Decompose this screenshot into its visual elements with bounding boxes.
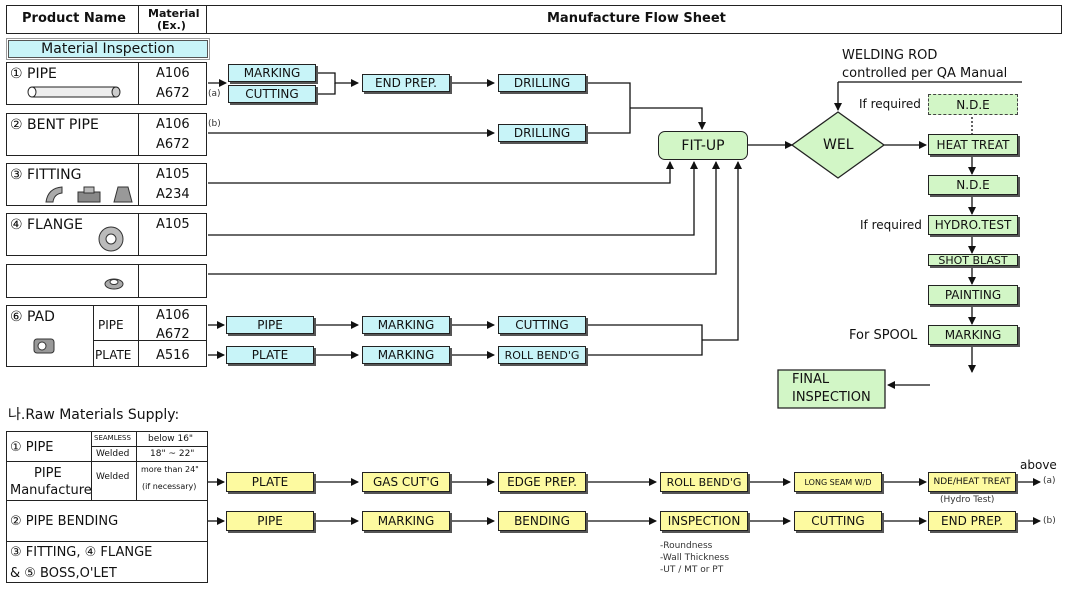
flow-cutting: CUTTING (228, 85, 316, 103)
flow-nde-2: N.D.E (928, 175, 1018, 195)
pad-sub-plate: PLATE (95, 348, 132, 362)
pad-name: ⑥ PAD (10, 309, 55, 325)
header-flow-sheet: Manufacture Flow Sheet (547, 11, 726, 26)
raw-fitting-1: ③ FITTING, ④ FLANGE (10, 545, 153, 560)
raw-if-necessary: (if necessary) (142, 482, 197, 491)
raw-pipe-bending: ② PIPE BENDING (10, 514, 119, 529)
welding-rod-qa: controlled per QA Manual (842, 66, 1008, 81)
boss-icon (104, 278, 124, 290)
raw-row1-plate: PLATE (226, 472, 314, 492)
flange-name: ④ FLANGE (10, 217, 83, 233)
final-inspection-1: FINAL (792, 372, 830, 387)
raw-row1-gas-cut: GAS CUT'G (362, 472, 450, 492)
flow-hydro-test: HYDRO.TEST (928, 215, 1018, 235)
pipe-icon (27, 86, 121, 98)
fitting-material-1: A105 (156, 167, 190, 182)
pipe-name: ① PIPE (10, 66, 57, 82)
note-b: (b) (208, 119, 221, 129)
raw-row1-roll-bend: ROLL BEND'G (660, 472, 748, 492)
welding-rod-label: WELDING ROD (842, 48, 938, 63)
raw-seamless: SEAMLESS (94, 434, 131, 442)
flow-end-prep: END PREP. (362, 74, 450, 92)
pad-sub-pipe: PIPE (98, 318, 124, 332)
flow-drilling-bent: DRILLING (498, 124, 586, 142)
if-required-nde: If required (859, 97, 921, 111)
pad-icon (33, 338, 55, 354)
raw-row1-nde-heat: NDE/HEAT TREAT (928, 472, 1016, 492)
raw-materials-title: 나.Raw Materials Supply: (8, 407, 180, 423)
pipe-material-1: A106 (156, 66, 190, 81)
flow-shot-blast: SHOT BLAST (928, 254, 1018, 267)
raw-row2-pipe: PIPE (226, 511, 314, 531)
header-product-name: Product Name (22, 11, 126, 26)
raw-pipe-mfg-1: PIPE (34, 466, 62, 481)
insp-note-roundness: -Roundness (660, 541, 713, 551)
flange-material-1: A105 (156, 217, 190, 232)
bent-pipe-name: ② BENT PIPE (10, 117, 99, 133)
material-inspection-box: Material Inspection (6, 38, 210, 60)
flow-heat-treat: HEAT TREAT (928, 134, 1018, 155)
raw-more-24: more than 24" (141, 465, 199, 474)
for-spool-label: For SPOOL (849, 328, 918, 343)
pad-material-1: A106 (156, 308, 190, 323)
pad-material-3: A516 (156, 348, 190, 363)
raw-row2-inspection: INSPECTION (660, 511, 748, 531)
final-inspection-2: INSPECTION (792, 390, 871, 405)
raw-row2-end-prep: END PREP. (928, 511, 1016, 531)
flange-icon (98, 226, 124, 252)
raw-row2-bending: BENDING (498, 511, 586, 531)
raw-to-b: (b) (1043, 516, 1056, 526)
pad-flow-pipe: PIPE (226, 316, 314, 334)
raw-pipe-label: ① PIPE (10, 440, 54, 455)
raw-hydro-note: (Hydro Test) (940, 495, 995, 505)
pad-material-2: A672 (156, 327, 190, 342)
flow-fit-up: FIT-UP (658, 131, 748, 160)
flow-drilling: DRILLING (498, 74, 586, 92)
raw-pipe-mfg-2: Manufacture (10, 483, 92, 498)
flow-marking: MARKING (228, 64, 316, 82)
pad-flow-cutting: CUTTING (498, 316, 586, 334)
pad-flow-plate: PLATE (226, 346, 314, 364)
pipe-material-2: A672 (156, 86, 190, 101)
flow-marking-final: MARKING (928, 325, 1018, 345)
raw-row2-marking: MARKING (362, 511, 450, 531)
raw-welded-small: Welded (96, 449, 130, 459)
raw-18-22: 18" ~ 22" (150, 449, 195, 459)
bent-pipe-material-2: A672 (156, 137, 190, 152)
insp-note-ut: -UT / MT or PT (660, 565, 724, 575)
flow-nde-1: N.D.E (928, 94, 1018, 115)
note-a: (a) (208, 89, 221, 99)
bent-pipe-material-1: A106 (156, 117, 190, 132)
raw-row1-long-seam: LONG SEAM W/D (794, 472, 882, 492)
header-material-ex: (Ex.) (157, 19, 186, 32)
pad-flow-marking-2: MARKING (362, 346, 450, 364)
raw-to-a: (a) (1043, 476, 1056, 486)
weld-diamond (790, 111, 886, 179)
raw-welded: Welded (96, 472, 130, 482)
raw-fitting-2: & ⑤ BOSS,O'LET (10, 566, 117, 581)
raw-row1-edge-prep: EDGE PREP. (498, 472, 586, 492)
insp-note-wall: -Wall Thickness (660, 553, 730, 563)
raw-below-16: below 16" (148, 434, 194, 444)
fitting-material-2: A234 (156, 187, 190, 202)
raw-row2-cutting: CUTTING (794, 511, 882, 531)
raw-above: above (1020, 458, 1057, 472)
pad-flow-marking-1: MARKING (362, 316, 450, 334)
final-inspection-shape (777, 369, 886, 409)
if-required-hydro: If required (860, 218, 922, 232)
pad-flow-roll-bend: ROLL BEND'G (498, 346, 586, 364)
fitting-icon (45, 186, 133, 203)
header-material: Material (148, 7, 200, 20)
fitting-name: ③ FITTING (10, 167, 82, 183)
flow-weld: WEL (823, 137, 854, 153)
flow-painting: PAINTING (928, 285, 1018, 305)
